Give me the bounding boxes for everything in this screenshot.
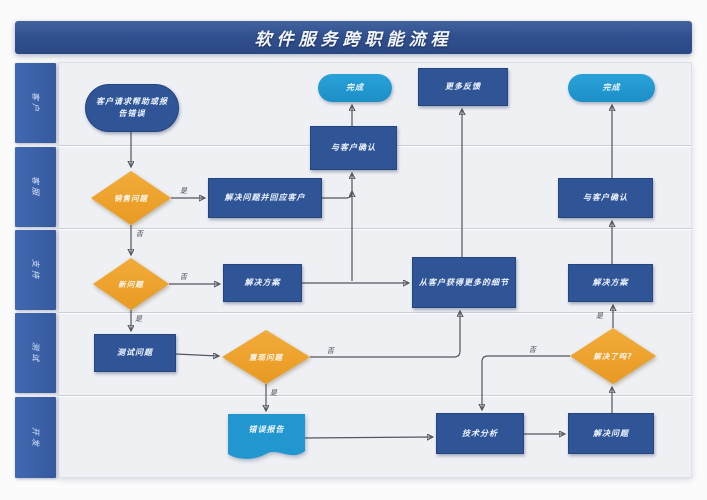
node-tech-analysis: 技术分析 bbox=[436, 413, 524, 454]
lane-divider bbox=[58, 228, 692, 229]
lane-label: 客服 bbox=[31, 176, 40, 198]
node-label: 与客户确认 bbox=[331, 143, 376, 153]
lane-label: 测试 bbox=[31, 342, 40, 364]
node-label: 错误报告 bbox=[248, 425, 285, 434]
edge-label-yes: 是 bbox=[135, 315, 142, 323]
lane-tab-test: 测试 bbox=[15, 313, 56, 393]
node-error-report: 错误报告 bbox=[228, 414, 305, 462]
node-confirm-customer-2: 与客户确认 bbox=[558, 178, 653, 218]
edge-label-no: 否 bbox=[180, 273, 187, 281]
edge-label-yes: 是 bbox=[596, 312, 603, 320]
decision-reproduce-issue: 重现问题 bbox=[222, 330, 310, 384]
node-get-more-details: 从客户获得更多的细节 bbox=[412, 257, 516, 308]
node-solution-1: 解决方案 bbox=[223, 264, 302, 302]
node-label: 测试问题 bbox=[117, 348, 153, 358]
flowchart-title-bar: 软件服务跨职能流程 bbox=[15, 21, 692, 54]
node-label: 技术分析 bbox=[462, 428, 498, 438]
flowchart-title: 软件服务跨职能流程 bbox=[254, 30, 453, 50]
node-label: 更多反馈 bbox=[445, 82, 481, 92]
node-label: 解决问题 bbox=[593, 428, 629, 438]
lane-tab-service: 客服 bbox=[15, 147, 56, 227]
node-test-issue: 测试问题 bbox=[94, 334, 176, 372]
node-solution-2: 解决方案 bbox=[568, 264, 653, 302]
node-customer-request: 客户请求帮助或报告错误 bbox=[85, 84, 179, 132]
lane-label: 客户 bbox=[31, 92, 40, 114]
node-label: 解决方案 bbox=[592, 278, 629, 288]
node-label: 销售问题 bbox=[114, 193, 148, 203]
node-label: 与客户确认 bbox=[583, 193, 628, 203]
node-label: 新问题 bbox=[118, 279, 144, 289]
node-done-2: 完成 bbox=[568, 74, 655, 102]
node-label: 从客户获得更多的细节 bbox=[419, 277, 509, 287]
node-label: 解决问题并回应客户 bbox=[224, 193, 306, 203]
lane-divider bbox=[58, 312, 692, 313]
document-shape bbox=[228, 414, 305, 459]
edge-label-no: 否 bbox=[529, 346, 536, 354]
node-label: 重现问题 bbox=[249, 352, 283, 362]
edge-label-no: 否 bbox=[327, 347, 334, 355]
lane-tab-dev: 开发 bbox=[15, 397, 56, 478]
edge-label-no: 否 bbox=[136, 230, 143, 238]
lane-label: 支持 bbox=[31, 259, 40, 281]
edge-label-yes: 是 bbox=[270, 389, 277, 397]
node-confirm-customer-1: 与客户确认 bbox=[310, 126, 397, 170]
node-label: 解决了吗? bbox=[593, 351, 633, 361]
node-label: 解决方案 bbox=[244, 278, 281, 288]
decision-sales-issue: 销售问题 bbox=[91, 171, 171, 225]
lane-label: 开发 bbox=[31, 426, 40, 449]
node-solve-and-reply: 解决问题并回应客户 bbox=[208, 178, 322, 218]
node-done-1: 完成 bbox=[318, 74, 392, 102]
lane-tab-support: 支持 bbox=[15, 230, 56, 310]
node-label: 完成 bbox=[346, 83, 364, 93]
lane-tab-customer: 客户 bbox=[15, 63, 56, 143]
decision-new-issue: 新问题 bbox=[93, 258, 169, 310]
node-label: 完成 bbox=[602, 83, 621, 93]
decision-solved: 解决了吗? bbox=[570, 328, 656, 384]
node-solve-problem: 解决问题 bbox=[568, 413, 654, 454]
node-more-feedback: 更多反馈 bbox=[418, 68, 508, 106]
lane-divider bbox=[58, 395, 692, 396]
node-label: 客户请求帮助或报告错误 bbox=[96, 97, 168, 118]
edge-label-yes: 是 bbox=[180, 187, 187, 195]
